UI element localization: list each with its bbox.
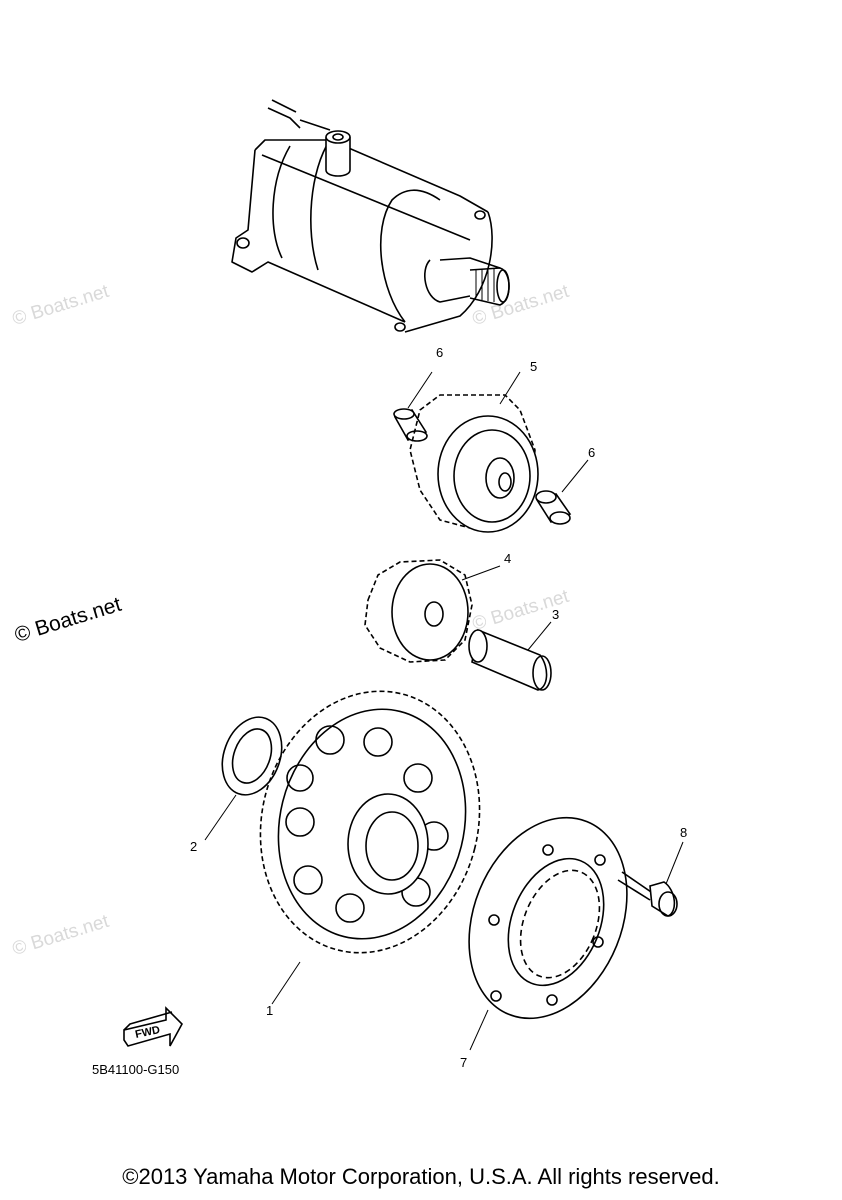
bolt [617, 841, 684, 917]
fwd-label: FWD [134, 1024, 161, 1041]
callout-8: 8 [680, 825, 688, 840]
forward-direction-icon: FWD [123, 1006, 183, 1047]
drawing-code: 5B41100-G150 [92, 1062, 180, 1077]
copyright-notice: ©2013 Yamaha Motor Corporation, U.S.A. A… [122, 1164, 720, 1189]
starter-motor [231, 99, 510, 333]
callout-5: 5 [530, 359, 538, 374]
idler-gear-assembly [409, 371, 539, 533]
one-way-clutch [468, 816, 628, 1051]
callout-2: 2 [190, 839, 198, 854]
callout-6-lower: 6 [588, 445, 596, 460]
starter-driven-gear [259, 690, 481, 1005]
washer [204, 716, 283, 841]
callout-1: 1 [266, 1003, 274, 1018]
callout-6-upper: 6 [436, 345, 444, 360]
bushing-lower [535, 459, 589, 525]
idler-gear-2 [364, 559, 501, 663]
bushing-upper [393, 371, 433, 442]
callout-4: 4 [504, 551, 512, 566]
idler-shaft [468, 621, 552, 691]
callout-3: 3 [552, 607, 560, 622]
callout-7: 7 [460, 1055, 468, 1070]
